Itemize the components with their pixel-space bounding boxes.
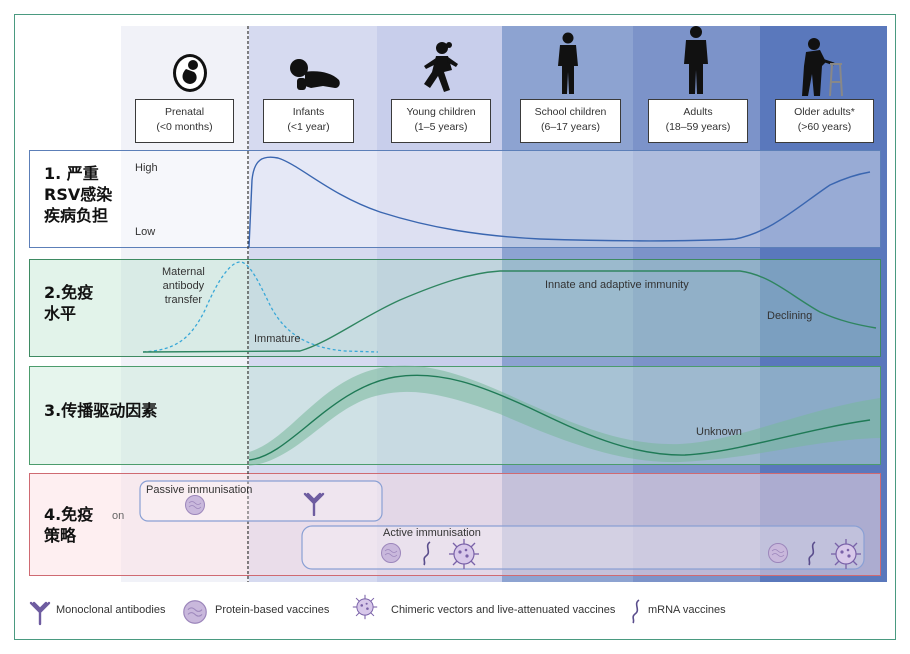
- disease-burden-curve: [248, 156, 871, 248]
- row2-title-line2: 水平: [44, 304, 77, 323]
- school-child-icon: [558, 32, 578, 94]
- passive-immunisation-label: Passive immunisation: [146, 484, 253, 496]
- age-range: (<0 months): [156, 121, 213, 133]
- age-range: (1–5 years): [414, 121, 468, 133]
- protein-vaccine-icon: [768, 543, 788, 563]
- age-box-adults: Adults (18–59 years): [648, 99, 748, 143]
- declining-label: Declining: [767, 310, 813, 322]
- age-box-infants: Infants (<1 year): [263, 99, 354, 143]
- legend-mrna: mRNA vaccines: [648, 604, 726, 616]
- maternal-l3: transfer: [164, 294, 203, 306]
- row4-title-line1: 4.免疫: [44, 505, 94, 524]
- age-name: School children: [534, 106, 607, 118]
- legend-mrna-icon: [632, 599, 640, 624]
- legend-protein: Protein-based vaccines: [215, 604, 330, 616]
- age-name: Prenatal: [164, 106, 205, 118]
- pregnancy-icon: [173, 54, 207, 92]
- burden-low-label: Low: [135, 226, 156, 238]
- innate-adaptive-label: Innate and adaptive immunity: [545, 279, 689, 291]
- row4-title: 4.免疫 策略: [44, 504, 93, 546]
- age-name: Infants: [292, 106, 325, 118]
- row-disease-burden: [29, 150, 881, 248]
- maternal-l1: Maternal: [162, 266, 205, 278]
- transmission-curve: [248, 374, 871, 461]
- age-box-prenatal: Prenatal (<0 months): [135, 99, 234, 143]
- row4-title-line2: 策略: [44, 526, 77, 545]
- active-immunisation-box: [301, 525, 865, 570]
- crawling-baby-icon: [290, 59, 340, 90]
- legend-chimeric-icon: [352, 594, 378, 620]
- age-name: Young children: [406, 106, 476, 118]
- burden-high-label: High: [135, 162, 158, 174]
- age-box-young-children: Young children (1–5 years): [391, 99, 491, 143]
- legend-monoclonal: Monoclonal antibodies: [56, 604, 166, 616]
- age-name: Adults: [683, 106, 713, 118]
- row2-title: 2.免疫 水平: [44, 282, 93, 324]
- immunity-curve: [142, 270, 877, 353]
- row1-title: 1. 严重 RSV感染 疾病负担: [44, 163, 112, 226]
- age-box-school-children: School children (6–17 years): [520, 99, 621, 143]
- mrna-icon: [423, 541, 431, 566]
- chimeric-vaccine-icon: [831, 539, 861, 569]
- protein-vaccine-icon: [185, 495, 205, 515]
- transmission-band: [249, 365, 880, 466]
- row1-title-line1: 1. 严重: [44, 164, 99, 183]
- unknown-label: Unknown: [696, 426, 742, 438]
- row1-title-line2: RSV感染: [44, 185, 113, 204]
- mrna-icon: [808, 541, 816, 566]
- legend-antibody-icon: [29, 601, 51, 626]
- age-range: (>60 years): [797, 121, 852, 133]
- elderly-walker-icon: [802, 38, 843, 97]
- antibody-icon: [303, 492, 325, 516]
- maternal-antibody-curve: [142, 261, 379, 353]
- protein-vaccine-icon: [381, 543, 401, 563]
- active-immunisation-label: Active immunisation: [383, 527, 481, 539]
- row2-title-line1: 2.免疫: [44, 283, 94, 302]
- legend-chimeric: Chimeric vectors and live-attenuated vac…: [391, 604, 616, 616]
- clipped-label: on: [112, 510, 125, 522]
- outer-frame: [14, 14, 896, 640]
- chimeric-vaccine-icon: [449, 539, 479, 569]
- maternal-antibody-label: Maternal antibody transfer: [162, 265, 205, 307]
- maternal-l2: antibody: [162, 280, 205, 292]
- age-range: (<1 year): [287, 121, 330, 133]
- legend-protein-icon: [183, 600, 207, 624]
- adult-icon: [684, 26, 708, 94]
- row3-title: 3.传播驱动因素: [44, 401, 158, 420]
- age-range: (18–59 years): [665, 121, 731, 133]
- row1-title-line3: 疾病负担: [44, 206, 109, 225]
- running-child-icon: [424, 42, 458, 92]
- age-range: (6–17 years): [541, 121, 600, 133]
- age-name: Older adults*: [794, 106, 855, 118]
- row-immunity-level: [29, 259, 881, 357]
- age-box-older-adults: Older adults* (>60 years): [775, 99, 874, 143]
- immature-label: Immature: [254, 333, 301, 345]
